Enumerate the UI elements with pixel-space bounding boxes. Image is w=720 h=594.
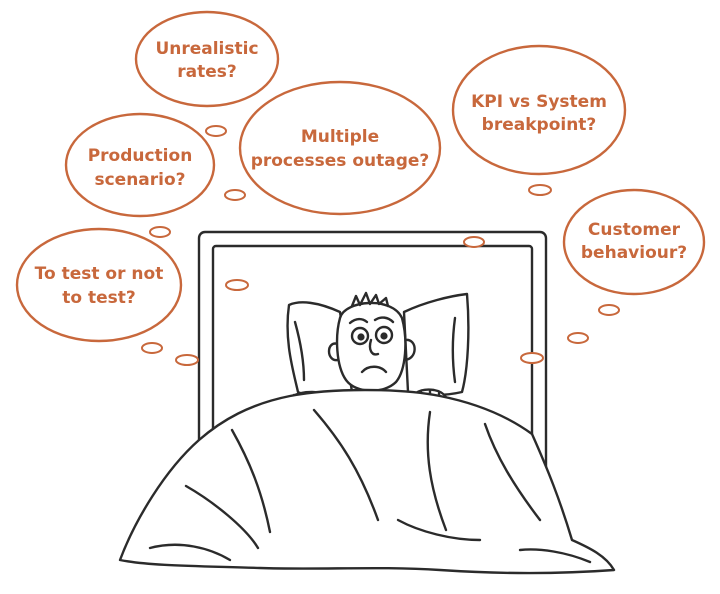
hair (350, 291, 390, 308)
trail-dot (175, 354, 199, 366)
blanket-fold-3 (426, 410, 448, 532)
bubble-line: KPI vs System (471, 92, 607, 112)
thought-bubble-to-test-or-not: To test or not to test? (15, 227, 183, 343)
eye-left (350, 326, 370, 346)
pupil-left (357, 333, 365, 341)
head (335, 301, 407, 392)
eyebrow-right (373, 316, 395, 324)
trail-dot (520, 352, 544, 364)
bubble-line: processes outage? (251, 151, 430, 171)
trail-dot (205, 125, 227, 137)
trail-dot (225, 279, 249, 291)
blanket-fold-7 (148, 543, 232, 562)
trail-dot (149, 226, 171, 238)
bubble-outline (238, 80, 442, 216)
thought-bubble-multiple-processes-outage: Multiple processes outage? (238, 80, 442, 216)
trail-dot (141, 342, 163, 354)
bubble-line: breakpoint? (482, 115, 597, 135)
eyebrow-left (348, 317, 369, 325)
trail-dot (598, 304, 620, 316)
trail-dot (528, 184, 552, 196)
nose (368, 338, 380, 356)
thought-bubble-kpi-vs-system-breakpoint: KPI vs System breakpoint? (451, 44, 627, 176)
bubble-outline (451, 44, 627, 176)
mouth (360, 365, 388, 374)
thought-bubbles: Unrealistic rates? Production scenario? … (15, 10, 706, 343)
bubble-line: To test or not (35, 264, 164, 284)
trail-dot (463, 236, 485, 248)
bubble-line: Production (88, 146, 193, 166)
thought-trails (141, 125, 620, 366)
blanket-fold-4 (483, 422, 542, 522)
bubble-line: Customer (588, 220, 681, 240)
pupil-right (380, 332, 388, 340)
pillow-left-fold (293, 320, 306, 382)
bubble-outline (562, 188, 706, 296)
eye-right (374, 325, 394, 345)
blanket-fold-2 (312, 408, 380, 522)
trail-dot (224, 189, 246, 201)
ear-left (327, 342, 340, 362)
bubble-line: to test? (62, 288, 136, 308)
pillows (286, 292, 470, 397)
bubble-outline (15, 227, 183, 343)
blanket-fold-6 (396, 518, 482, 542)
bubble-line: scenario? (94, 170, 185, 190)
blanket (118, 388, 616, 575)
bubble-line: Multiple (301, 127, 379, 147)
thought-bubble-customer-behaviour: Customer behaviour? (562, 188, 706, 296)
ear-right (402, 338, 416, 362)
pillow-right-fold (451, 316, 457, 384)
bubble-outline (64, 112, 216, 218)
bubble-line: behaviour? (581, 243, 687, 263)
blanket-fold-5 (184, 484, 260, 550)
blanket-fold-8 (518, 548, 592, 564)
bubble-line: rates? (177, 62, 237, 82)
thought-bubble-unrealistic-rates: Unrealistic rates? (134, 10, 280, 108)
bubble-line: Unrealistic (155, 39, 258, 59)
blanket-fold-1 (230, 428, 272, 534)
bubble-outline (134, 10, 280, 108)
thought-bubble-production-scenario: Production scenario? (64, 112, 216, 218)
trail-dot (567, 332, 589, 344)
